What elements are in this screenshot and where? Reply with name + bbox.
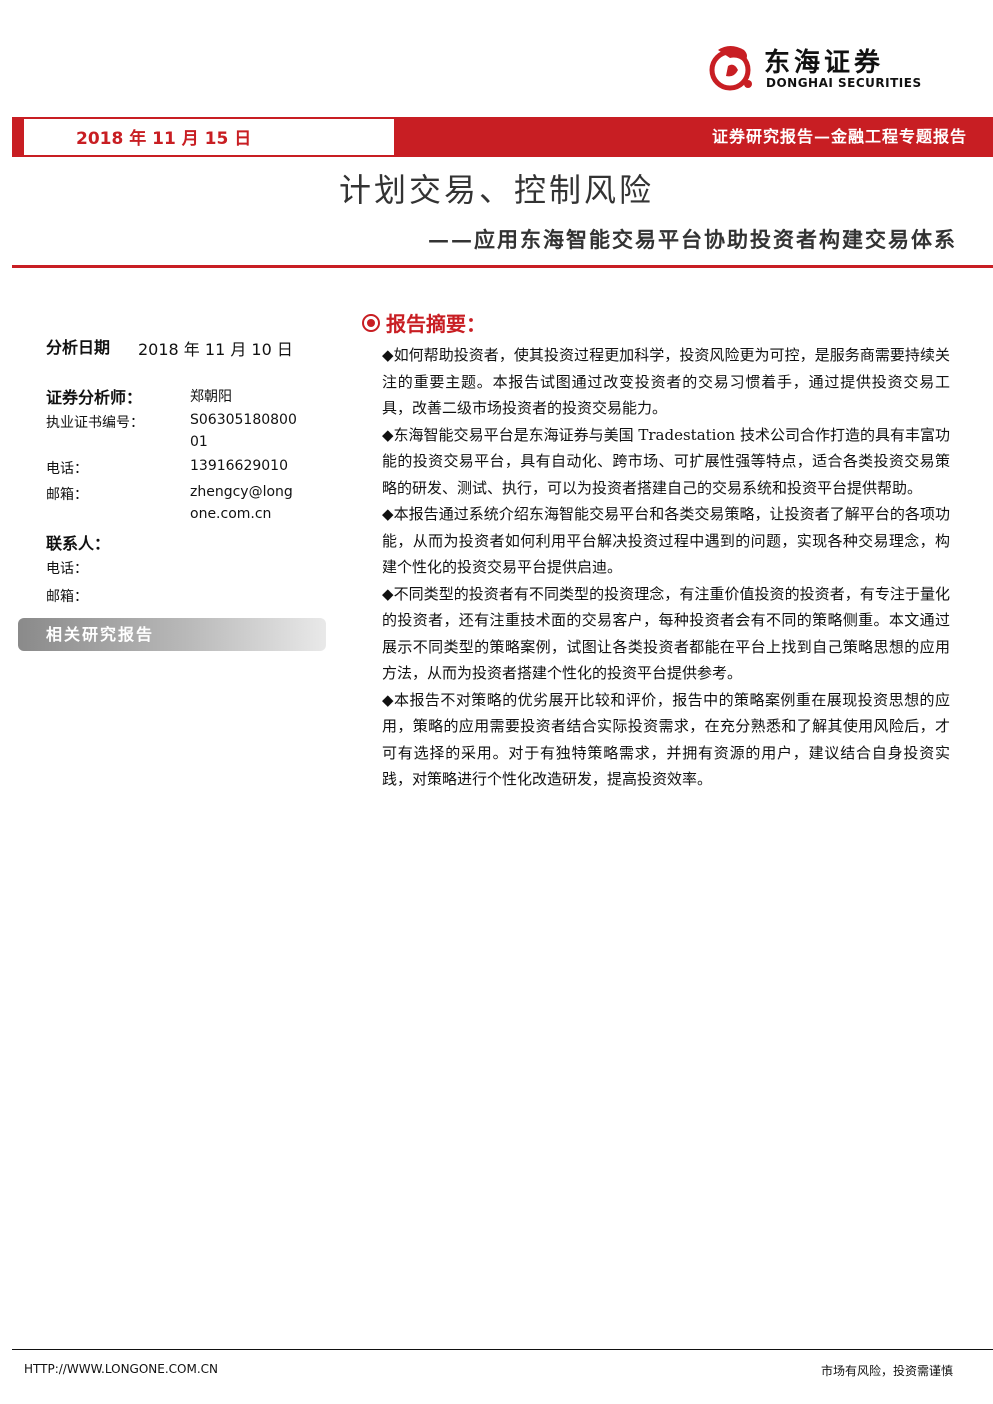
summary-heading-text: 报告摘要： xyxy=(386,312,486,336)
analyst-name: 郑朝阳 xyxy=(190,389,232,405)
analyst-label: 证券分析师： xyxy=(46,388,143,407)
company-logo: 东海证券 DONGHAI SECURITIES xyxy=(704,40,954,100)
dragon-logo-icon xyxy=(709,46,752,91)
email-line2[interactable]: one.com.cn xyxy=(190,506,272,522)
summary-paragraph: ◆本报告通过系统介绍东海智能交易平台和各类交易策略，让投资者了解平台的各项功能，… xyxy=(382,505,950,576)
report-date: 2018 年 11 月 15 日 xyxy=(24,117,394,157)
summary-paragraph: ◆东海智能交易平台是东海证券与美国 Tradestation 技术公司合作打造的… xyxy=(382,425,950,497)
footer-url[interactable]: HTTP://WWW.LONGONE.COM.CN xyxy=(24,1362,219,1376)
report-type: 证券研究报告—金融工程专题报告 xyxy=(711,127,967,146)
report-title: 计划交易、控制风险 xyxy=(338,171,654,209)
cert-label: 执业证书编号： xyxy=(46,415,144,431)
contact-email-label: 邮箱： xyxy=(46,589,88,605)
contact-phone-label: 电话： xyxy=(46,561,88,577)
related-reports-header: 相关研究报告 xyxy=(18,618,326,651)
summary-paragraph: ◆本报告不对策略的优劣展开比较和评价，报告中的策略案例重在展现投资思想的应用，策… xyxy=(382,690,950,789)
phone-value: 13916629010 xyxy=(190,458,288,474)
company-name-cn: 东海证券 xyxy=(764,48,885,78)
analysis-date-value: 2018 年 11 月 10 日 xyxy=(138,340,293,359)
summary-heading: 报告摘要： xyxy=(362,308,486,337)
summary-paragraph: ◆如何帮助投资者，使其投资过程更加科学，投资风险更为可控，是服务商需要持续关注的… xyxy=(382,346,950,417)
email-line1[interactable]: zhengcy@long xyxy=(190,484,293,500)
summary-paragraph: ◆不同类型的投资者有不同类型的投资理念，有注重价值投资的投资者，有专注于量化的投… xyxy=(382,584,950,683)
company-name-en: DONGHAI SECURITIES xyxy=(766,76,922,90)
footer-disclaimer: 市场有风险，投资需谨慎 xyxy=(820,1364,953,1378)
cert-number-line2: 01 xyxy=(190,434,208,450)
bullet-circle-icon xyxy=(362,314,380,332)
analysis-date-label: 分析日期 xyxy=(46,338,111,357)
footer-divider xyxy=(12,1349,993,1350)
phone-label: 电话： xyxy=(46,461,88,477)
report-subtitle: ——应用东海智能交易平台协助投资者构建交易体系 xyxy=(428,227,957,252)
cert-number-line1: S06305180800 xyxy=(190,412,297,428)
header-band: 2018 年 11 月 15 日 证券研究报告—金融工程专题报告 xyxy=(12,117,993,157)
title-divider xyxy=(12,265,993,268)
contact-label: 联系人： xyxy=(46,534,111,553)
email-label: 邮箱： xyxy=(46,487,88,503)
summary-body: ◆如何帮助投资者，使其投资过程更加科学，投资风险更为可控，是服务商需要持续关注的… xyxy=(382,342,950,793)
